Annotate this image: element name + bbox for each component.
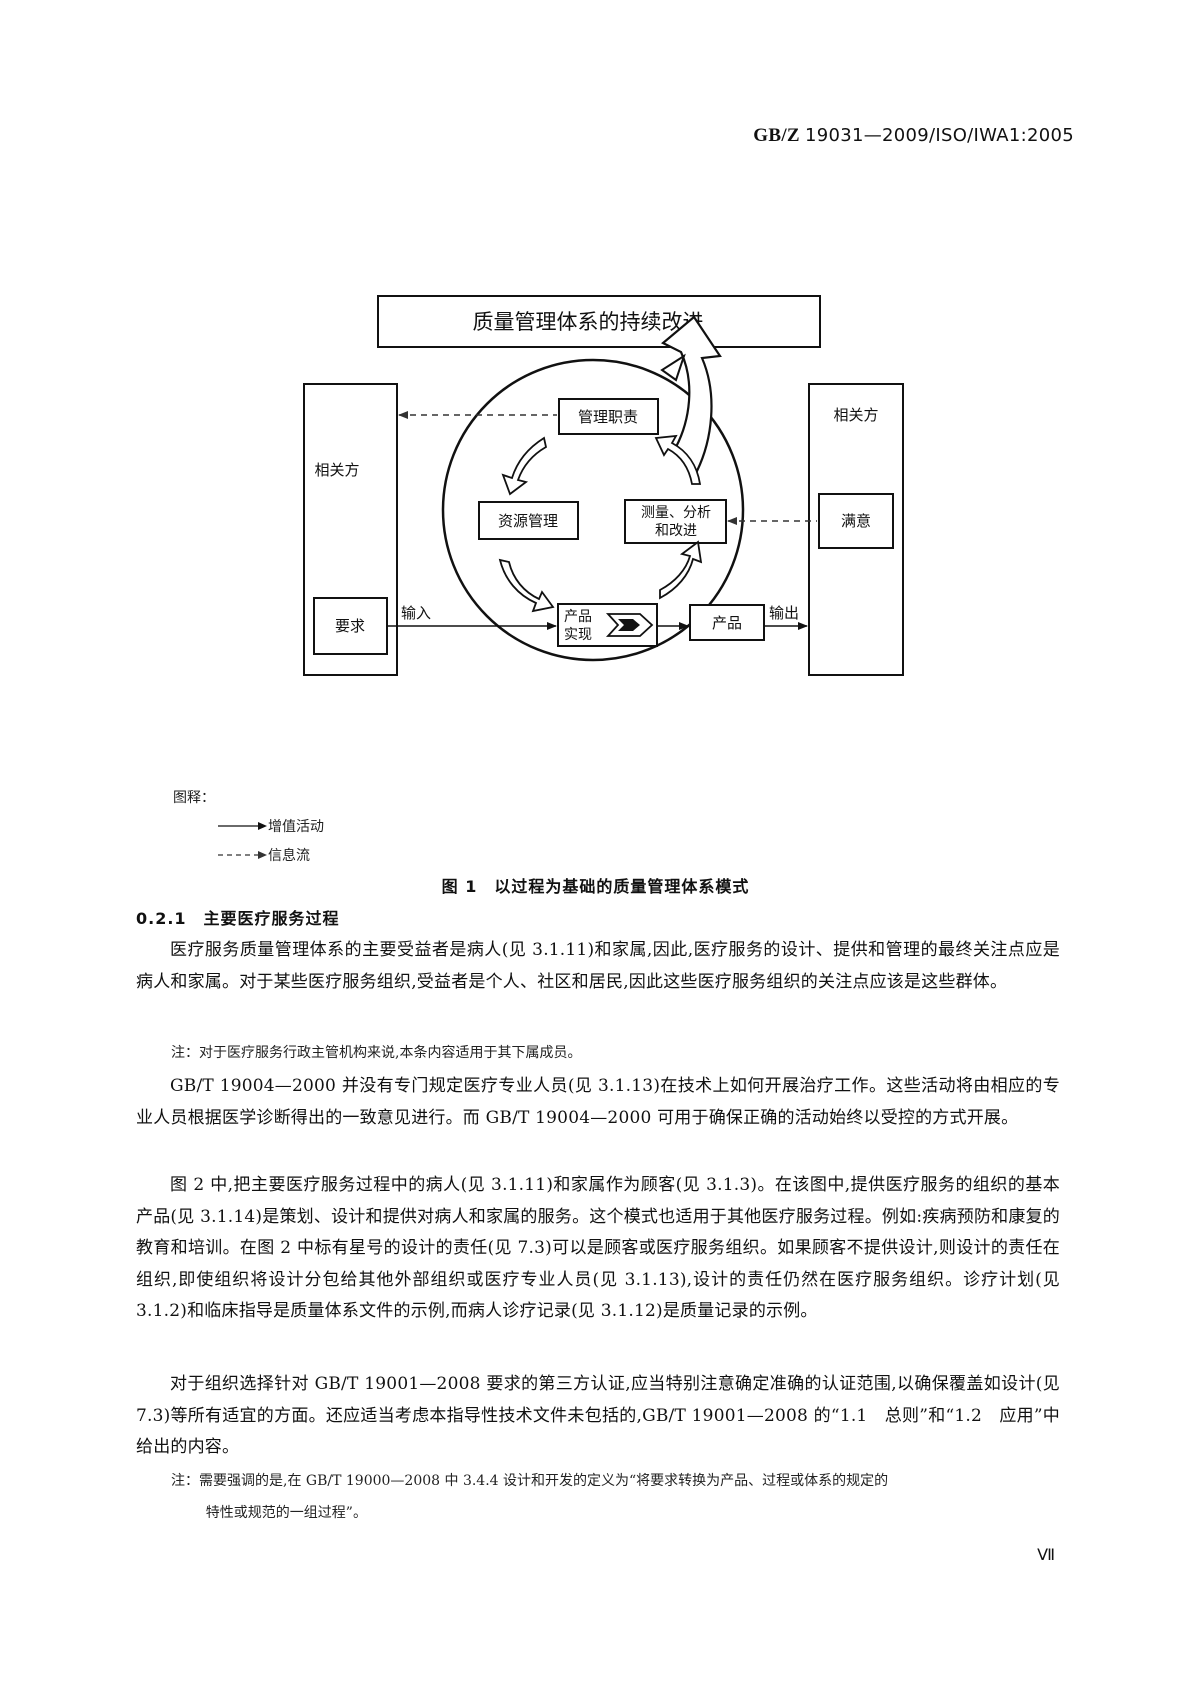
note-2-line-1: 注：需要强调的是,在 GB/T 19000—2008 中 3.4.4 设计和开发…	[171, 1473, 889, 1489]
right-party-label: 相关方	[833, 406, 878, 424]
note-2-line-2: 特性或规范的一组过程”。	[205, 1505, 367, 1521]
improvement-arrow-icon	[661, 315, 722, 473]
product-box	[689, 604, 765, 641]
legend-dashed-label: 信息流	[268, 848, 310, 864]
legend-solid-label: 增值活动	[268, 819, 324, 835]
cycle-arrow-3-icon	[659, 540, 703, 600]
paragraph-1: 医疗服务质量管理体系的主要受益者是病人(见 3.1.11)和家属,因此,医疗服务…	[136, 940, 1060, 992]
resources-box	[478, 501, 579, 540]
banner-box	[377, 295, 821, 348]
resources-label: 资源管理	[498, 512, 558, 530]
paragraph-4: 对于组织选择针对 GB/T 19001—2008 要求的第三方认证,应当特别注意…	[136, 1374, 1060, 1457]
realization-chevron-inner-icon	[618, 619, 640, 631]
running-header: GB/Z 19031—2009/ISO/IWA1:2005	[753, 125, 1074, 147]
cycle-arrow-1-icon	[501, 436, 548, 496]
section-heading: 0.2.1 主要医疗服务过程	[136, 909, 340, 928]
note-1: 注：对于医疗服务行政主管机构来说,本条内容适用于其下属成员。	[171, 1045, 582, 1061]
measurement-label-1: 测量、分析	[641, 505, 711, 521]
process-model-diagram: 质量管理体系的持续改进 相关方 要求 相关方 满意 管理职责 资源管理 测量、分…	[303, 295, 904, 676]
legend-title: 图释：	[173, 790, 215, 806]
figure-caption: 图 1 以过程为基础的质量管理体系模式	[441, 877, 750, 896]
output-label: 输出	[769, 604, 799, 622]
cycle-arrow-2-icon	[498, 558, 555, 613]
left-party-label: 相关方	[314, 461, 359, 479]
process-circle	[441, 358, 745, 662]
requirements-box	[313, 597, 388, 655]
realization-label-1: 产品	[564, 609, 592, 625]
measurement-box	[624, 499, 727, 544]
satisfaction-label: 满意	[841, 512, 871, 530]
banner-text: 质量管理体系的持续改进	[473, 310, 704, 334]
note-2: 注：需要强调的是,在 GB/T 19000—2008 中 3.4.4 设计和开发…	[171, 1465, 1060, 1529]
cycle-arrows	[498, 434, 703, 613]
dashed-arrow-icon	[218, 851, 267, 859]
header-code: 19031—2009/ISO/IWA1:2005	[804, 125, 1074, 146]
requirements-label: 要求	[335, 617, 365, 635]
legend-dashed: 信息流	[218, 845, 310, 865]
management-box	[558, 398, 659, 435]
realization-label-2: 实现	[564, 627, 592, 643]
cycle-arrow-4-icon	[654, 434, 702, 485]
input-label: 输入	[401, 604, 431, 622]
satisfaction-box	[818, 493, 894, 549]
page-number: Ⅶ	[1037, 1547, 1055, 1564]
product-label: 产品	[712, 614, 742, 632]
paragraph-2: GB/T 19004—2000 并没有专门规定医疗专业人员(见 3.1.13)在…	[136, 1076, 1060, 1128]
management-label: 管理职责	[578, 408, 638, 426]
paragraph-3: 图 2 中,把主要医疗服务过程中的病人(见 3.1.11)和家属作为顾客(见 3…	[136, 1175, 1060, 1321]
solid-arrow-icon	[218, 822, 267, 830]
legend-solid: 增值活动	[218, 816, 324, 836]
header-prefix: GB/Z	[753, 125, 800, 146]
measurement-label-2: 和改进	[655, 523, 697, 539]
